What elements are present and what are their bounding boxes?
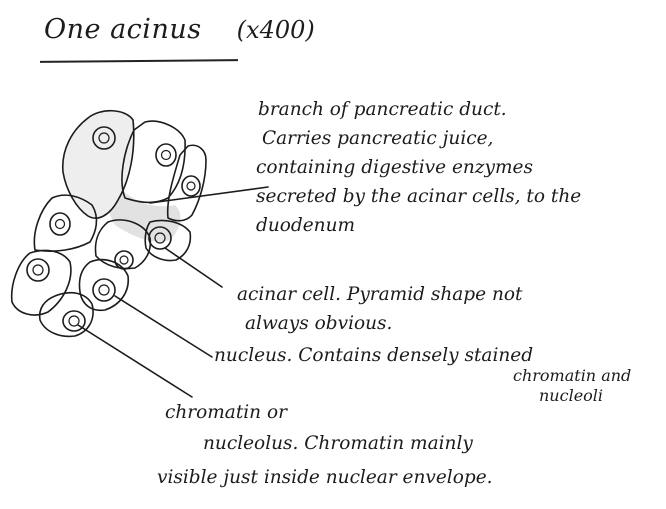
- label-duct-line: Carries pancreatic juice,: [256, 124, 581, 153]
- label-acinar-cell-line: always obvious.: [237, 309, 522, 338]
- chromatin-dot: [120, 256, 128, 264]
- chromatin-dot: [187, 182, 195, 190]
- label-acinar-cell: acinar cell. Pyramid shape not always ob…: [237, 280, 522, 338]
- label-nucleus-line: nucleus. Contains densely stained: [214, 341, 533, 370]
- label-nucleus-line: nucleoli: [513, 386, 631, 406]
- chromatin-dot: [56, 220, 65, 229]
- label-chromatin-line: chromatin or: [165, 398, 493, 427]
- nucleus-outline: [50, 213, 70, 235]
- chromatin-dot: [99, 285, 109, 295]
- label-acinar-cell-line: acinar cell. Pyramid shape not: [237, 280, 522, 309]
- chromatin-dot: [162, 151, 171, 160]
- label-duct-line: containing digestive enzymes: [256, 153, 581, 182]
- label-duct: branch of pancreatic duct. Carries pancr…: [256, 95, 581, 240]
- pointer-line-nucleus: [115, 296, 212, 357]
- label-nucleus: nucleus. Contains densely stained: [214, 341, 533, 370]
- nucleus-outline: [27, 259, 49, 281]
- nucleus-outline: [156, 144, 176, 166]
- pointer-line-acinar-cell: [165, 248, 222, 287]
- label-nucleus-line: chromatin and: [513, 366, 631, 386]
- nucleus-outline: [93, 279, 115, 301]
- label-chromatin: chromatin or nucleolus. Chromatin mainly…: [165, 398, 493, 495]
- label-duct-line: secreted by the acinar cells, to the: [256, 182, 581, 211]
- label-duct-line: duodenum: [256, 211, 581, 240]
- nucleus-outline: [182, 176, 200, 196]
- label-duct-line: branch of pancreatic duct.: [256, 95, 581, 124]
- pointer-line-chromatin: [78, 325, 192, 397]
- label-nucleus-extra: chromatin and nucleoli: [513, 366, 631, 406]
- label-chromatin-line: nucleolus. Chromatin mainly: [165, 427, 493, 461]
- nucleus-outline: [115, 251, 133, 269]
- chromatin-dot: [33, 265, 43, 275]
- label-chromatin-line: visible just inside nuclear envelope.: [157, 461, 493, 495]
- pointer-line-duct: [150, 187, 268, 203]
